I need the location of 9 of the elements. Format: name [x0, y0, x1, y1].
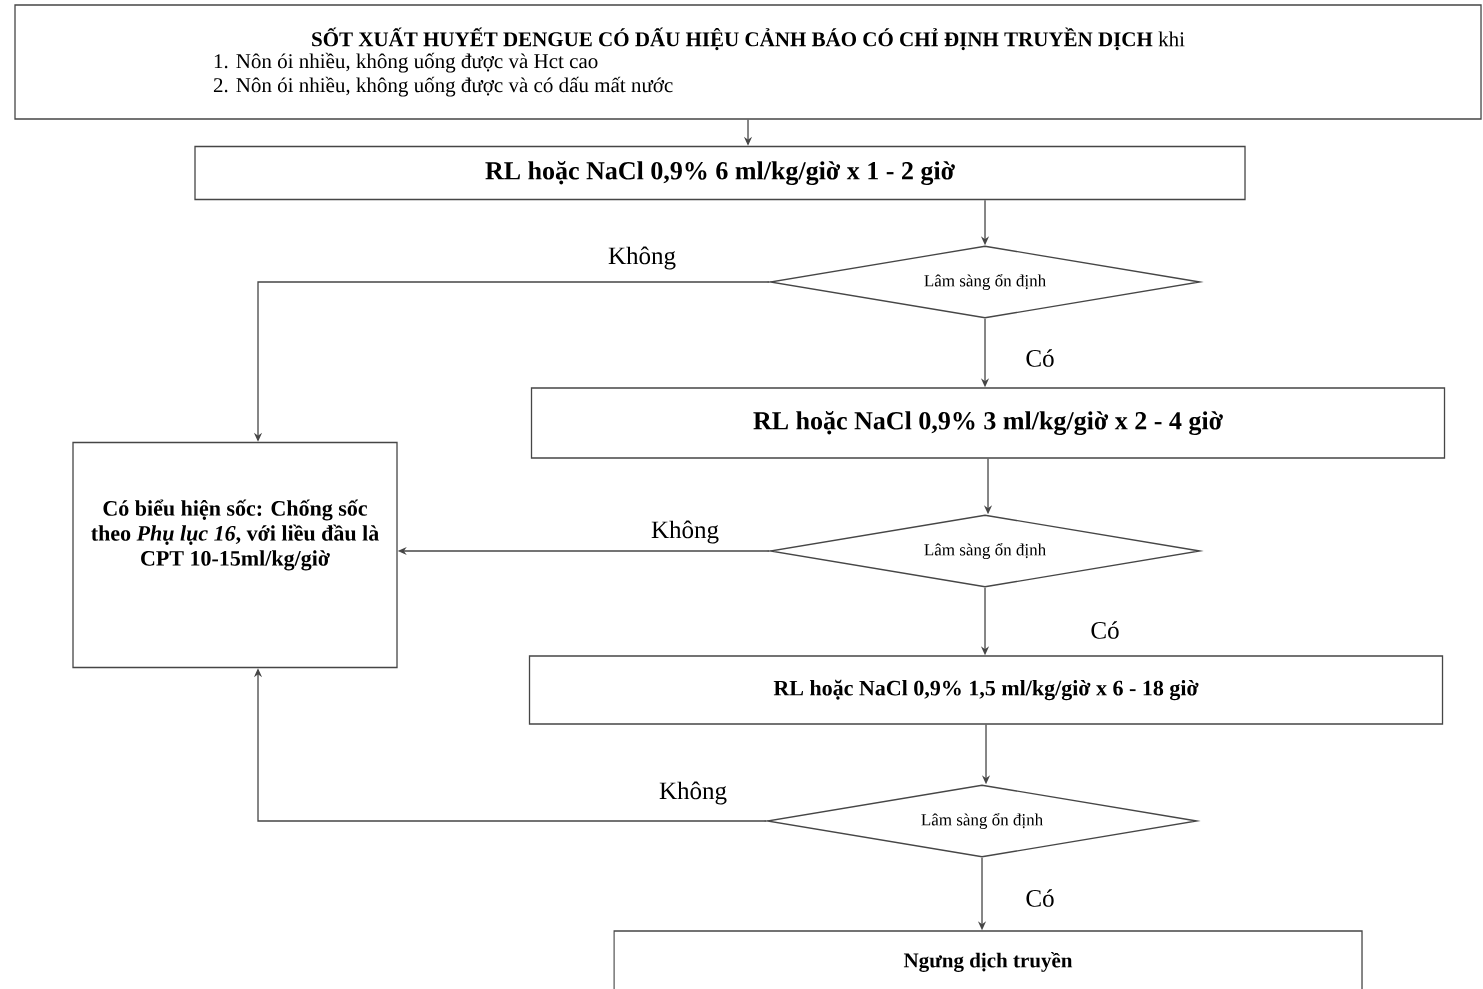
- edge-label: Có: [1024, 348, 1056, 368]
- process-box: RL hoặc NaCl 0,9% 6 ml/kg/giờ x 1 - 2 giờ: [194, 145, 1246, 201]
- process-box: Ngưng dịch truyền: [613, 930, 1363, 989]
- edge-label: Có: [1089, 620, 1121, 640]
- process-box: Có biểu hiện sốc: Chống sốc theo Phụ lục 16, với liều đầu là CPT 10-15ml/kg/giờ: [72, 441, 398, 669]
- process-box: RL hoặc NaCl 0,9% 3 ml/kg/giờ x 2 - 4 giờ: [530, 387, 1446, 459]
- edge-label: Có: [1024, 888, 1056, 908]
- header-box: SỐT XUẤT HUYẾT DENGUE CÓ DẤU HIỆU CẢNH BÁO CÓ CHỈ ĐỊNH TRUYỀN DỊCH khi 1. Nôn ói nhiều, không uống được và Hct cao 2. Nôn ói nhiều, không uống được và có dấu mất nước: [14, 4, 1482, 120]
- process-box: RL hoặc NaCl 0,9% 1,5 ml/kg/giờ x 6 - 18 giờ: [528, 655, 1444, 725]
